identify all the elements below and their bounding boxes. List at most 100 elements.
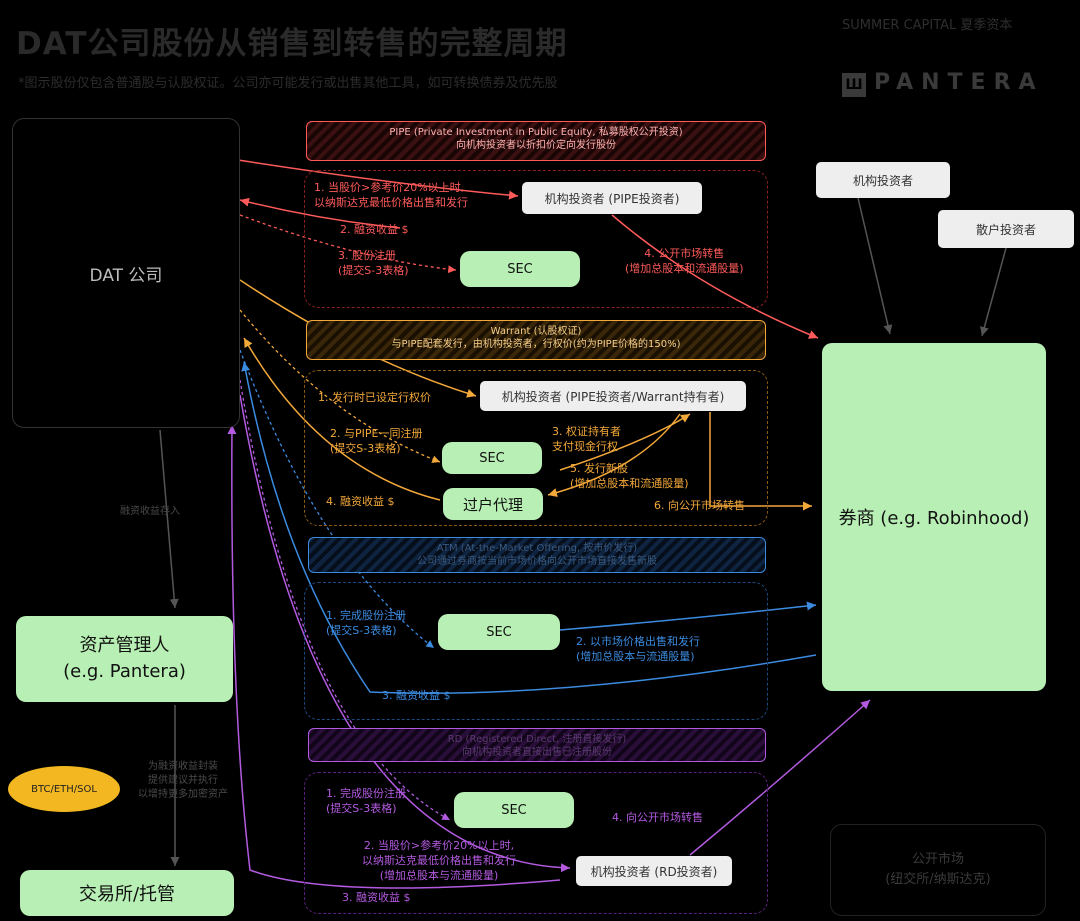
atm-banner-desc: 公司通过券商按当前市场价格向公开市场直接发售新股 [417,556,657,567]
rd-sec-label: SEC [501,802,527,818]
rd-banner-desc: 向机构投资者直接出售已注册股份 [462,747,612,758]
institutional-investor-box: 机构投资者 [816,162,950,198]
page-title: DAT公司股份从销售到转售的完整周期 [16,26,568,62]
warrant-step-6: 6. 向公开市场转售 [654,499,745,512]
pipe-step-3-line2: (提交S-3表格) [338,264,409,277]
pantera-logo: Ш PANTERA [842,70,1044,97]
transfer-agent-label: 过户代理 [462,495,523,514]
pipe-step-3-line1: 3. 股份注册 [338,249,396,262]
crypto-assets-oval: BTC/ETH/SOL [8,766,120,812]
pipe-sec-box: SEC [460,251,580,287]
warrant-step-2-line1: 2. 与PIPE一同注册 [330,427,423,440]
rd-section-box [304,772,768,914]
public-market-exchanges: (纽交所/纳斯达克) [885,872,991,887]
warrant-step-3: 3. 权证持有者支付现金行权 [552,424,621,454]
dat-company-label: DAT 公司 [89,265,163,286]
warrant-step-2-line2: (提交S-3表格) [330,442,401,455]
transfer-agent-box: 过户代理 [443,488,543,520]
pantera-mark-icon: Ш [842,73,866,97]
retail-investor-label: 散户投资者 [975,222,1036,237]
rd-investor-box: 机构投资者 (RD投资者) [576,856,732,886]
atm-step-2-line1: 2. 以市场价格出售和发行 [576,635,700,648]
atm-banner-title: ATM (At-the-Market Offering, 按市价发行) [436,543,638,554]
pipe-banner-title: PIPE (Private Investment in Public Equit… [389,127,683,138]
rd-sec-box: SEC [454,792,574,828]
pipe-investor-label: 机构投资者 (PIPE投资者) [544,191,680,206]
rd-step-4: 4. 向公开市场转售 [612,811,703,824]
warrant-step-3-line1: 3. 权证持有者 [552,425,621,438]
pipe-investor-box: 机构投资者 (PIPE投资者) [522,182,702,214]
pantera-logo-text: PANTERA [874,70,1044,95]
warrant-banner-title: Warrant (认股权证) [490,326,582,337]
warrant-investor-box: 机构投资者 (PIPE投资者/Warrant持有者) [480,381,746,411]
proceeds-note: 融资收益存入 [120,506,180,517]
institutional-investor-label: 机构投资者 [852,173,913,188]
summer-capital-logo: SUMMER CAPITAL 夏季资本 [842,18,1013,33]
warrant-step-3-line2: 支付现金行权 [552,440,618,453]
warrant-step-5-line1: 5. 发行新股 [570,462,628,475]
warrant-section-box [304,370,768,526]
warrant-banner-desc: 与PIPE配套发行，由机构投资者，行权价(约为PIPE价格的150%) [391,339,681,350]
pipe-step-2: 2. 融资收益 $ [340,223,409,236]
rd-step-2-line2: 以纳斯达克最低价格出售和发行 [362,854,516,867]
atm-sec-label: SEC [486,624,512,640]
crypto-assets-label: BTC/ETH/SOL [31,783,97,795]
public-market-box: 公开市场 (纽交所/纳斯达克) [830,824,1046,916]
rd-banner-title: RD (Registered Direct, 注册直接发行) [447,734,627,745]
atm-step-1-line1: 1. 完成股份注册 [326,609,406,622]
rd-step-1-line1: 1. 完成股份注册 [326,787,406,800]
page-subtitle: *图示股份仅包含普通股与认股权证。公司亦可能发行或出售其他工具，如可转换债券及优… [18,76,558,91]
pipe-step-1-line1: 1. 当股价>参考价20%以上时, [314,181,465,194]
atm-sec-box: SEC [438,614,560,650]
pipe-step-4-line1: 4. 公开市场转售 [644,247,725,260]
atm-step-2-line2: (增加总股本与流通股量) [576,650,695,663]
rd-step-2-line3: (增加总股本与流通股量) [379,869,499,882]
pipe-step-1-line2: 以纳斯达克最低价格出售和发行 [314,196,468,209]
pipe-step-3: 3. 股份注册 (提交S-3表格) [338,248,409,278]
buy-note-line2: 提供建议并执行 [148,775,218,786]
rd-investor-label: 机构投资者 (RD投资者) [590,864,718,879]
atm-banner: ATM (At-the-Market Offering, 按市价发行) 公司通过… [308,537,766,573]
warrant-investor-label: 机构投资者 (PIPE投资者/Warrant持有者) [501,389,725,404]
rd-step-2: 2. 当股价>参考价20%以上时, 以纳斯达克最低价格出售和发行 (增加总股本与流通… [362,838,516,883]
pipe-step-1: 1. 当股价>参考价20%以上时, 以纳斯达克最低价格出售和发行 [314,180,468,210]
warrant-sec-label: SEC [479,450,505,466]
warrant-banner: Warrant (认股权证) 与PIPE配套发行，由机构投资者，行权价(约为PI… [306,320,766,360]
warrant-step-5: 5. 发行新股 (增加总股本和流通股量) [570,461,689,491]
asset-manager-label: 资产管理人 [79,635,170,656]
asset-manager-example: (e.g. Pantera) [63,661,186,682]
warrant-step-5-line2: (增加总股本和流通股量) [570,477,689,490]
broker-label: 券商 (e.g. Robinhood) [838,508,1030,529]
warrant-step-1: 1. 发行时已设定行权价 [318,391,431,404]
warrant-step-4: 4. 融资收益 $ [326,495,395,508]
atm-step-1: 1. 完成股份注册 (提交S-3表格) [326,608,406,638]
atm-section-box [304,582,768,720]
pipe-banner: PIPE (Private Investment in Public Equit… [306,121,766,161]
asset-manager-box: 资产管理人 (e.g. Pantera) [16,616,233,702]
rd-step-2-line1: 2. 当股价>参考价20%以上时, [363,839,515,852]
buy-note-line1: 为融资收益封装 [148,761,218,772]
exchange-custody-label: 交易所/托管 [78,884,176,905]
buy-crypto-note: 为融资收益封装 提供建议并执行 以增持更多加密资产 [138,760,228,802]
exchange-custody-box: 交易所/托管 [20,870,234,916]
pipe-sec-label: SEC [507,261,533,277]
broker-box: 券商 (e.g. Robinhood) [822,343,1046,691]
pipe-section-box [304,170,768,308]
public-market-label: 公开市场 [911,852,964,867]
atm-step-1-line2: (提交S-3表格) [326,624,397,637]
rd-step-1-line2: (提交S-3表格) [326,802,397,815]
rd-banner: RD (Registered Direct, 注册直接发行) 向机构投资者直接出… [308,728,766,762]
atm-step-3: 3. 融资收益 $ [382,689,451,702]
rd-step-3: 3. 融资收益 $ [342,891,411,904]
atm-step-2: 2. 以市场价格出售和发行 (增加总股本与流通股量) [576,634,700,664]
buy-note-line3: 以增持更多加密资产 [138,789,228,800]
pipe-step-4: 4. 公开市场转售 (增加总股本和流通股量) [625,246,744,276]
warrant-sec-box: SEC [442,442,542,474]
rd-step-1: 1. 完成股份注册 (提交S-3表格) [326,786,406,816]
pipe-banner-desc: 向机构投资者以折扣价定向发行股份 [456,140,616,151]
dat-company-box: DAT 公司 [12,118,240,428]
warrant-step-2: 2. 与PIPE一同注册 (提交S-3表格) [330,426,422,456]
pipe-step-4-line2: (增加总股本和流通股量) [625,262,744,275]
retail-investor-box: 散户投资者 [938,210,1074,248]
